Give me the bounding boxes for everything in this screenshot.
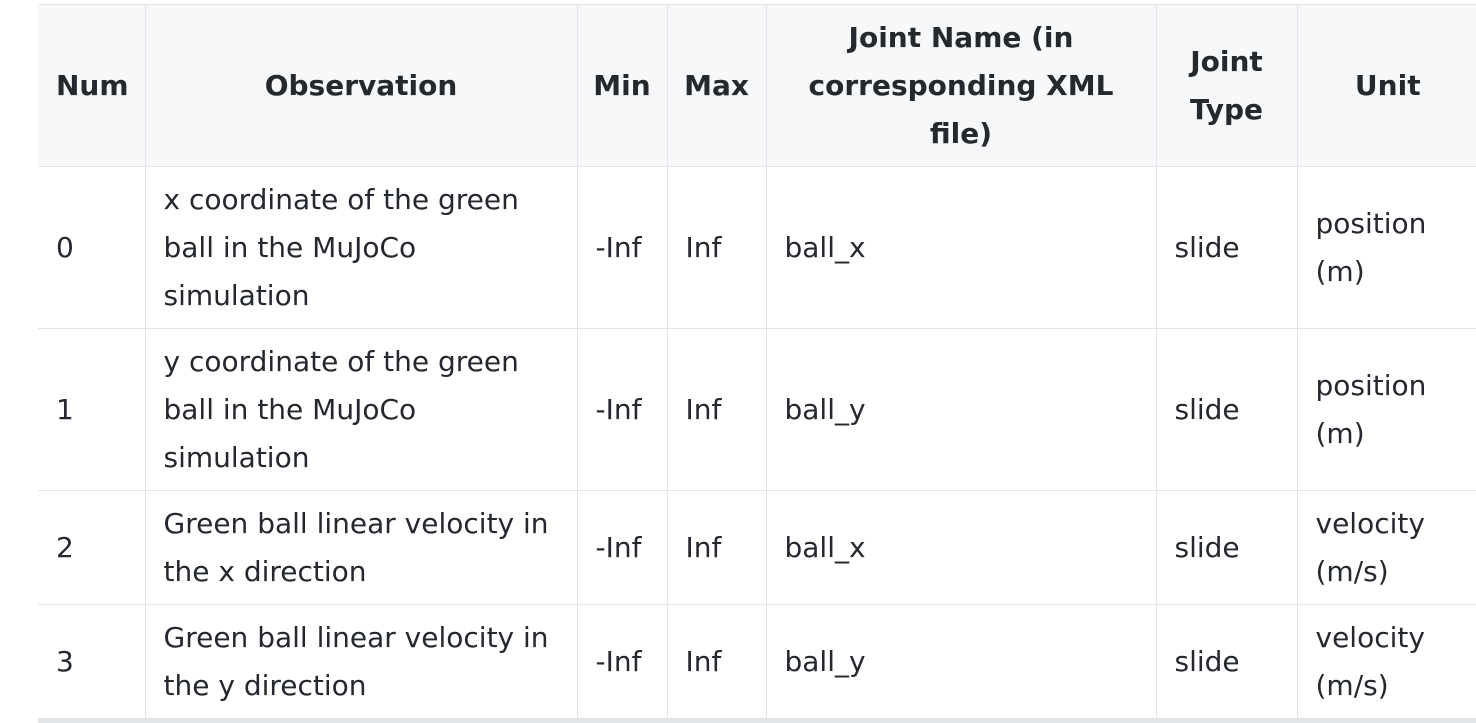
cell-joint-type: slide [1156,328,1298,491]
observation-table-container: Num Observation Min Max Joint Name (in c… [38,4,1476,723]
cell-observation: x coordinate of the green ball in the Mu… [145,166,578,329]
table-body: 0 x coordinate of the green ball in the … [38,166,1476,723]
cell-observation: Green ball linear velocity in the y dire… [145,604,578,723]
cell-joint-type: slide [1156,604,1298,723]
cell-observation: y coordinate of the green ball in the Mu… [145,328,578,491]
table-row: 0 x coordinate of the green ball in the … [38,166,1476,329]
cell-observation: Green ball linear velocity in the x dire… [145,490,578,605]
header-joint-name: Joint Name (in corresponding XML file) [766,4,1157,167]
cell-unit: velocity (m/s) [1297,604,1476,723]
header-observation: Observation [145,4,578,167]
cell-joint-type: slide [1156,490,1298,605]
cell-num: 2 [38,490,146,605]
cell-min: -Inf [577,490,668,605]
table-header: Num Observation Min Max Joint Name (in c… [38,4,1476,167]
header-min: Min [577,4,668,167]
cell-min: -Inf [577,166,668,329]
cell-joint-type: slide [1156,166,1298,329]
table-row: 1 y coordinate of the green ball in the … [38,328,1476,491]
cell-unit: velocity (m/s) [1297,490,1476,605]
cell-unit: position (m) [1297,328,1476,491]
cell-joint-name: ball_x [766,166,1157,329]
cell-num: 1 [38,328,146,491]
header-joint-type: Joint Type [1156,4,1298,167]
cell-max: Inf [667,604,767,723]
cell-joint-name: ball_y [766,328,1157,491]
cell-num: 0 [38,166,146,329]
cell-min: -Inf [577,328,668,491]
header-unit: Unit [1297,4,1476,167]
cell-min: -Inf [577,604,668,723]
cell-max: Inf [667,328,767,491]
header-row: Num Observation Min Max Joint Name (in c… [38,4,1476,167]
table-row: 2 Green ball linear velocity in the x di… [38,490,1476,605]
observation-space-table: Num Observation Min Max Joint Name (in c… [38,4,1476,723]
cell-joint-name: ball_x [766,490,1157,605]
cell-joint-name: ball_y [766,604,1157,723]
cell-max: Inf [667,490,767,605]
header-num: Num [38,4,146,167]
table-row: 3 Green ball linear velocity in the y di… [38,604,1476,723]
header-max: Max [667,4,767,167]
cell-max: Inf [667,166,767,329]
cell-num: 3 [38,604,146,723]
cell-unit: position (m) [1297,166,1476,329]
